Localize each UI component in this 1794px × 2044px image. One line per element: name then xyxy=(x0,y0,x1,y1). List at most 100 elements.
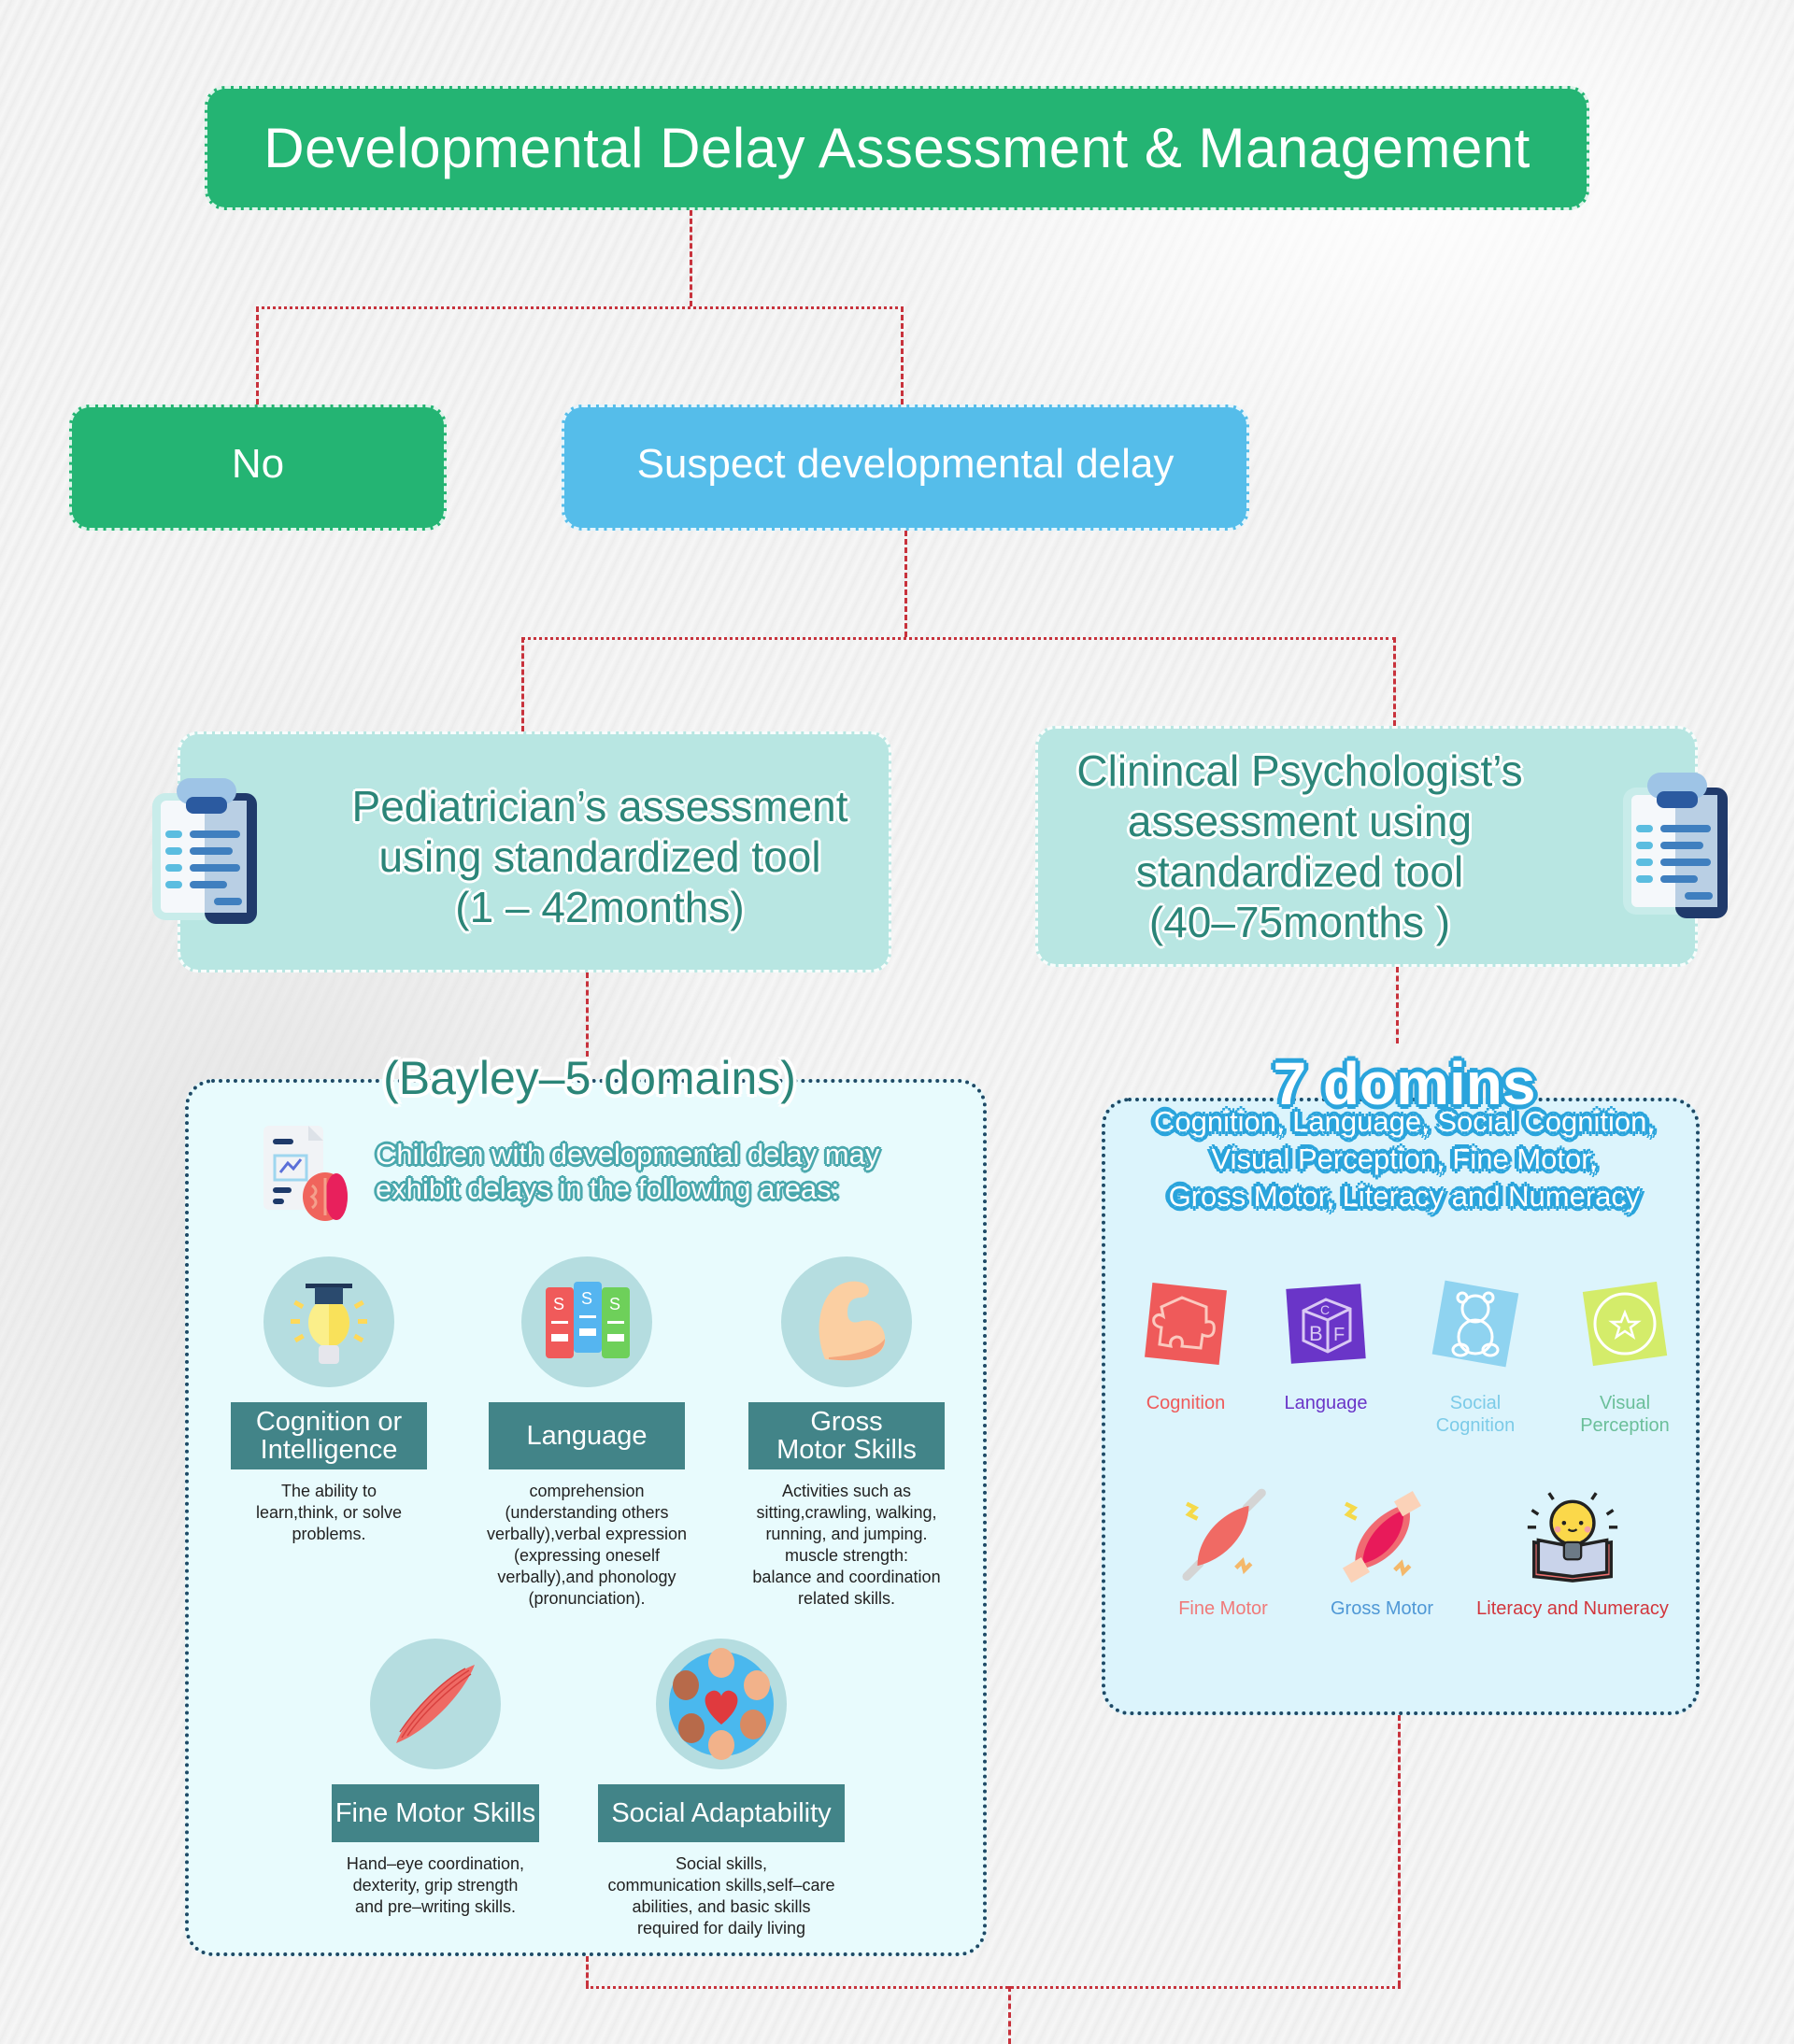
clipboard-icon xyxy=(152,778,257,924)
desc-line: Hand–eye coordination, xyxy=(346,1854,525,1873)
tile-caption: Gross Motor xyxy=(1307,1597,1457,1620)
caption-line: Fine Motor xyxy=(1178,1598,1268,1619)
domain-fine-motor[interactable]: Fine Motor Skills Hand–eye coordination,… xyxy=(323,1639,548,1918)
tile-social-cognition[interactable]: Social Cognition xyxy=(1401,1279,1550,1437)
desc-line: comprehension xyxy=(529,1482,645,1500)
domain-icon-circle xyxy=(370,1639,501,1769)
tile-fine-motor[interactable]: Fine Motor xyxy=(1148,1484,1298,1620)
suspect-label: Suspect developmental delay xyxy=(636,440,1175,487)
psychologist-line-2: assessment using xyxy=(1127,797,1473,845)
domain-gross-motor[interactable]: Gross Motor Skills Activities such as si… xyxy=(734,1256,959,1610)
caption-line: Cognition xyxy=(1435,1415,1516,1436)
tile-visual-perception[interactable]: Visual Perception xyxy=(1550,1279,1700,1437)
page-title: Developmental Delay Assessment & Managem… xyxy=(263,117,1531,179)
tile-cognition[interactable]: Cognition xyxy=(1111,1279,1260,1414)
caption-line: Language xyxy=(1284,1393,1368,1413)
desc-line: required for daily living xyxy=(636,1919,806,1938)
connector-title-down xyxy=(690,210,692,306)
list-line: Cognition, Language, Social Cognition, xyxy=(1154,1105,1655,1138)
caption-line: Literacy and Numeracy xyxy=(1476,1598,1669,1619)
connector-to-pediatrician xyxy=(521,637,524,731)
lightbulb-graduation-cap-icon xyxy=(291,1284,367,1364)
connector-merge xyxy=(586,1986,1401,1989)
tile-caption: Visual Perception xyxy=(1550,1392,1700,1437)
connector-merge-down xyxy=(1008,1986,1011,2044)
desc-line: The ability to xyxy=(280,1482,377,1500)
no-label: No xyxy=(231,440,285,487)
desc-line: related skills. xyxy=(797,1589,896,1608)
desc-line: verbally),and phonology xyxy=(497,1568,676,1586)
domain-label: Cognition or Intelligence xyxy=(231,1402,427,1469)
desc-line: running, and jumping. xyxy=(765,1525,928,1543)
domain-social-adaptability[interactable]: Social Adaptability Social skills, commu… xyxy=(581,1639,861,1939)
svg-text:B: B xyxy=(1309,1322,1323,1345)
list-line: Visual Perception, Fine Motor, xyxy=(1211,1143,1598,1175)
hands-heart-icon xyxy=(669,1648,774,1760)
tile-literacy-numeracy[interactable]: Literacy and Numeracy xyxy=(1460,1484,1685,1620)
desc-line: Activities such as xyxy=(781,1482,912,1500)
document-brain-icon xyxy=(263,1126,348,1221)
desc-line: balance and coordination xyxy=(752,1568,941,1586)
pediatrician-assessment-box[interactable]: Pediatrician’s assessment using standard… xyxy=(152,731,891,972)
connector-bayley-down xyxy=(586,1956,589,1986)
suspect-delay-box[interactable]: Suspect developmental delay xyxy=(562,405,1249,531)
psychologist-age-range: (40–75months ) xyxy=(1148,898,1451,946)
connector-branch-1 xyxy=(256,306,904,309)
domain-icon-circle xyxy=(781,1256,912,1387)
desc-line: dexterity, grip strength xyxy=(352,1876,519,1895)
desc-line: learn,think, or solve xyxy=(255,1503,403,1522)
title-box: Developmental Delay Assessment & Managem… xyxy=(205,86,1589,210)
connector-seven-down xyxy=(1398,1715,1401,1986)
desc-line: and pre–writing skills. xyxy=(354,1897,517,1916)
desc-line: problems. xyxy=(292,1525,366,1543)
pediatrician-line-1: Pediatrician’s assessment xyxy=(351,782,848,830)
domain-description: Activities such as sitting,crawling, wal… xyxy=(734,1481,959,1610)
desc-line: muscle strength: xyxy=(784,1546,909,1565)
svg-text:S: S xyxy=(553,1295,564,1313)
pediatrician-line-2: using standardized tool xyxy=(378,832,821,881)
domain-description: Social skills, communication skills,self… xyxy=(581,1853,861,1939)
tile-language[interactable]: B F C Language xyxy=(1251,1279,1401,1414)
caption-line: Perception xyxy=(1580,1415,1670,1436)
teddy-bear-icon xyxy=(1431,1280,1519,1368)
tile-caption: Language xyxy=(1251,1392,1401,1414)
tile-caption: Literacy and Numeracy xyxy=(1460,1597,1685,1620)
psychologist-line-1: Clinincal Psychologist’s xyxy=(1076,746,1523,795)
tile-caption: Social Cognition xyxy=(1401,1392,1550,1437)
tile-caption: Fine Motor xyxy=(1148,1597,1298,1620)
domain-label: Gross Motor Skills xyxy=(748,1402,945,1469)
desc-line: (expressing oneself xyxy=(513,1546,661,1565)
svg-text:F: F xyxy=(1333,1325,1345,1345)
label-line: Cognition or xyxy=(255,1407,403,1437)
list-line: Gross Motor, Literacy and Numeracy xyxy=(1168,1180,1641,1213)
bayley-heading: (Bayley–5 domains) xyxy=(383,1052,796,1104)
connector-to-suspect xyxy=(901,306,904,405)
clipboard-icon xyxy=(1623,773,1728,918)
caption-line: Social xyxy=(1449,1393,1502,1413)
caption-line: Gross Motor xyxy=(1330,1598,1434,1619)
desc-line: Social skills, xyxy=(675,1854,768,1873)
psychologist-assessment-box[interactable]: Clinincal Psychologist’s assessment usin… xyxy=(1035,726,1728,967)
strong-muscle-icon xyxy=(1342,1490,1422,1583)
label-line: Intelligence xyxy=(260,1435,398,1465)
intro-line-1: Children with developmental delay may xyxy=(376,1138,880,1171)
connector-psychologist-down xyxy=(1396,967,1399,1043)
svg-text:C: C xyxy=(1320,1302,1330,1317)
domain-icon-circle xyxy=(263,1256,394,1387)
seven-domains-heading: 7 domins xyxy=(1273,1050,1536,1117)
domain-description: The ability to learn,think, or solve pro… xyxy=(217,1481,441,1545)
no-box[interactable]: No xyxy=(69,405,447,531)
domain-cognition[interactable]: Cognition or Intelligence The ability to… xyxy=(217,1256,441,1545)
domain-label: Language xyxy=(489,1402,685,1469)
psychologist-line-3: standardized tool xyxy=(1135,847,1464,896)
domain-description: comprehension (understanding others verb… xyxy=(475,1481,699,1610)
tile-gross-motor[interactable]: Gross Motor xyxy=(1307,1484,1457,1620)
svg-text:S: S xyxy=(581,1289,592,1308)
muscle-icon xyxy=(396,1665,475,1743)
label-line: Gross xyxy=(810,1407,883,1437)
seven-domains-panel: 7 domins Cognition, Language, Social Cog… xyxy=(1102,1050,1700,1715)
label-line: Social Adaptability xyxy=(611,1798,832,1828)
desc-line: sitting,crawling, walking, xyxy=(756,1503,937,1522)
connector-to-no xyxy=(256,306,259,405)
